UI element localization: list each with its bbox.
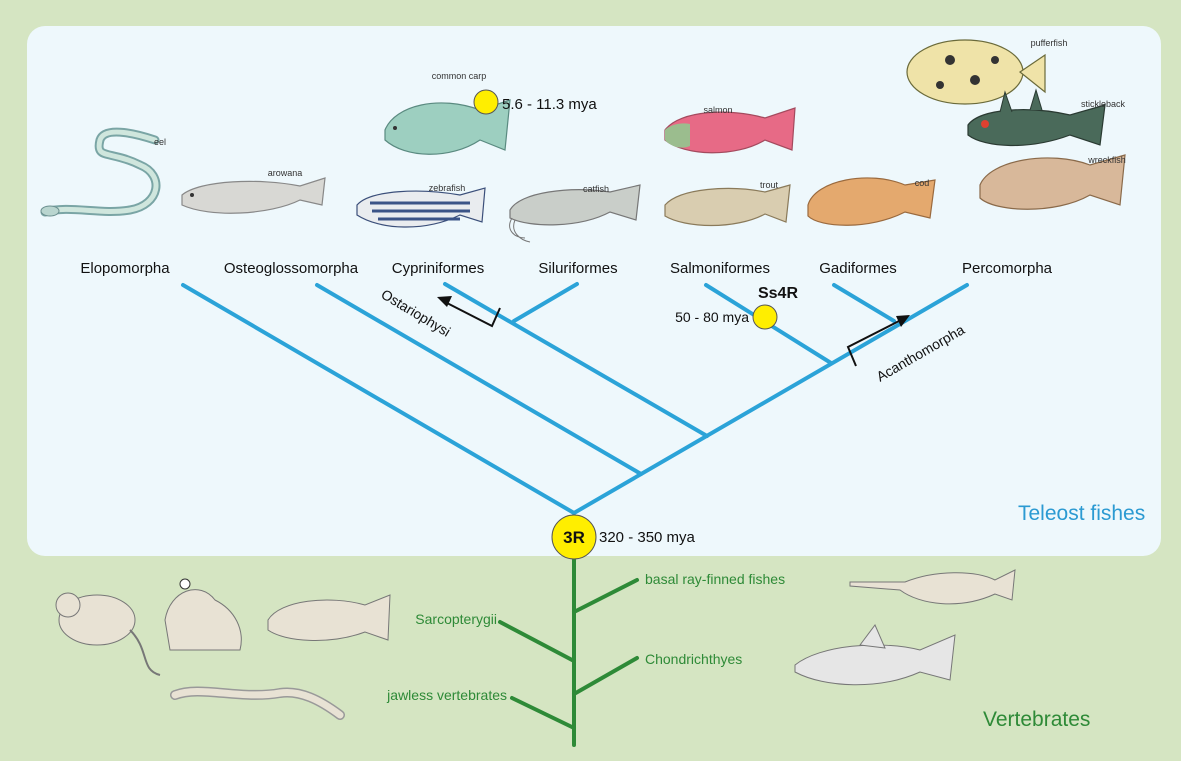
fish-label-eel: eel <box>154 137 166 147</box>
fish-label-stickleback: stickleback <box>1081 99 1126 109</box>
branch-label-chondrichthyes: Chondrichthyes <box>645 651 742 667</box>
wgd-carp-age: 5.6 - 11.3 mya <box>502 96 597 113</box>
fish-label-wreckfish: wreckfish <box>1087 155 1126 165</box>
wgd-3r-age: 320 - 350 mya <box>599 529 696 546</box>
clade-label-percomorpha: Percomorpha <box>962 260 1053 277</box>
fish-label-pufferfish: pufferfish <box>1031 38 1068 48</box>
clade-label-gadiformes: Gadiformes <box>819 260 897 277</box>
branch-label-basal-rayfinned: basal ray-finned fishes <box>645 571 785 587</box>
branch-label-jawless: jawless vertebrates <box>386 687 507 703</box>
clade-label-osteoglossomorpha: Osteoglossomorpha <box>224 260 359 277</box>
fish-label-cod: cod <box>915 178 930 188</box>
fish-label-trout: trout <box>760 180 779 190</box>
wgd-carp-marker <box>474 90 498 114</box>
vertebrates-label: Vertebrates <box>983 708 1090 731</box>
clade-label-cypriniformes: Cypriniformes <box>392 260 485 277</box>
teleost-fishes-label: Teleost fishes <box>1018 502 1145 525</box>
fish-label-salmon: salmon <box>703 105 732 115</box>
branch-label-sarcopterygii: Sarcopterygii <box>415 611 497 627</box>
fish-label-zebrafish: zebrafish <box>429 183 466 193</box>
clade-label-siluriformes: Siluriformes <box>538 260 617 277</box>
fish-label-arowana: arowana <box>268 168 303 178</box>
fish-label-common-carp: common carp <box>432 71 487 81</box>
wgd-ss4r-marker <box>753 305 777 329</box>
wgd-3r-label: 3R <box>563 528 585 547</box>
fish-label-catfish: catfish <box>583 184 609 194</box>
wgd-ss4r-age: 50 - 80 mya <box>675 309 749 325</box>
wgd-ss4r-label: Ss4R <box>758 285 798 302</box>
clade-label-elopomorpha: Elopomorpha <box>80 260 170 277</box>
clade-label-salmoniformes: Salmoniformes <box>670 260 770 277</box>
